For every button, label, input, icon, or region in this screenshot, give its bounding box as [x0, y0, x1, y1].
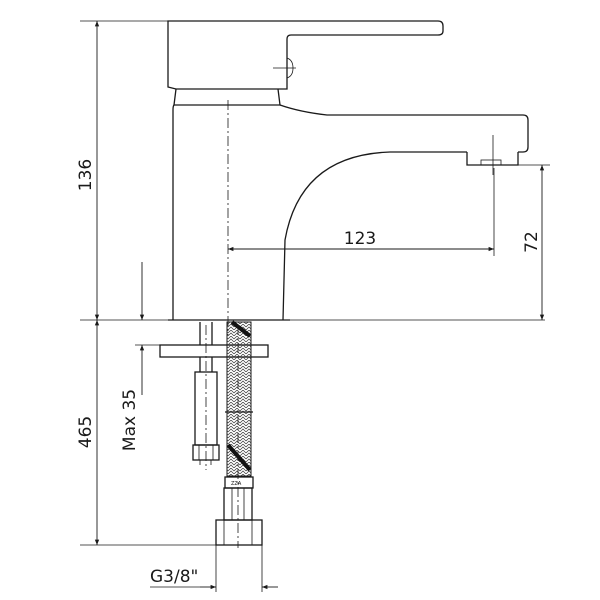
faucet-body-spout [172, 104, 529, 321]
faucet-handle [167, 20, 444, 90]
dimension-123: 123 [227, 168, 495, 256]
dimension-max-35: Max 35 [120, 262, 160, 451]
dimension-72: 72 [500, 164, 550, 320]
svg-text:Max 35: Max 35 [120, 389, 140, 451]
svg-text:465: 465 [76, 416, 96, 448]
mounting-plate [159, 344, 269, 358]
supply-tube [192, 325, 220, 470]
svg-text:72: 72 [522, 231, 542, 253]
svg-text:123: 123 [344, 229, 376, 249]
braided-hose: ZZA [215, 320, 263, 592]
dimension-g3-8: G3/8" [150, 567, 278, 590]
svg-text:G3/8": G3/8" [150, 567, 198, 587]
faucet-collar [173, 88, 281, 106]
threaded-rod [199, 322, 213, 372]
svg-text:136: 136 [76, 159, 96, 191]
dimension-465: 465 [76, 320, 240, 546]
dimension-136: 136 [76, 20, 168, 320]
hose-label: ZZA [231, 481, 242, 487]
